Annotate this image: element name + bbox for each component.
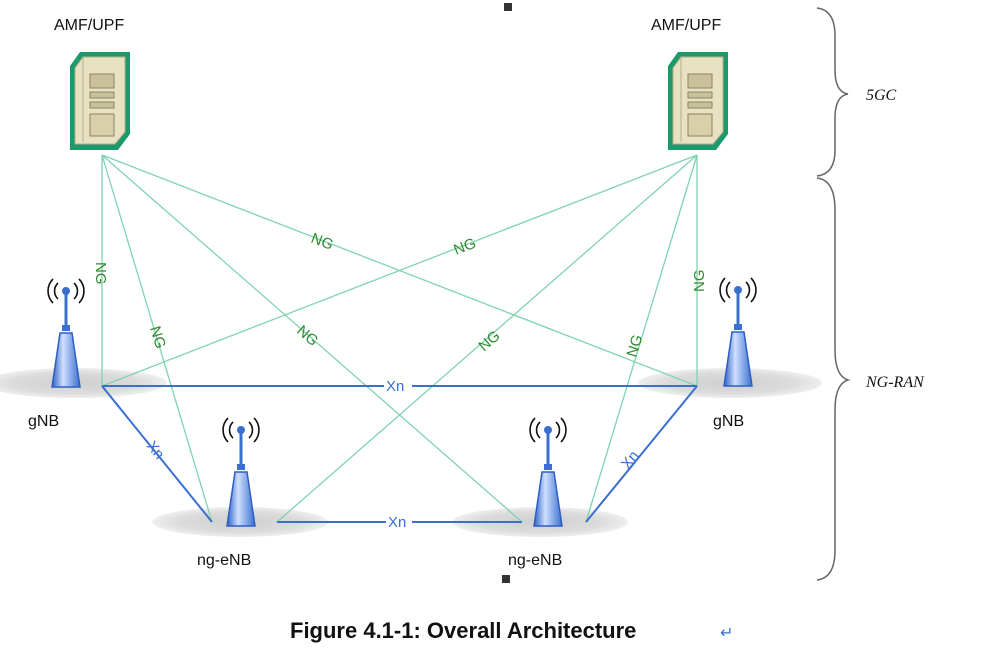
core-domain-label: 5GC <box>866 87 897 104</box>
ngenb-right-label: ng-eNB <box>508 552 562 569</box>
xn-label-top: Xn <box>386 378 404 395</box>
amf-upf-left-label: AMF/UPF <box>54 17 124 34</box>
bottom-handle <box>502 575 510 583</box>
return-mark-icon: ↵ <box>720 623 733 642</box>
top-handle <box>504 3 512 11</box>
gnb-left-label: gNB <box>28 413 59 430</box>
ran-domain-label: NG-RAN <box>865 374 925 391</box>
gnb-right-label: gNB <box>713 413 744 430</box>
ng-label-right-vertical: NG <box>691 270 708 293</box>
xn-label-bottom: Xn <box>388 514 406 531</box>
amf-upf-right-server-icon <box>667 51 729 151</box>
core-brace <box>816 7 849 177</box>
ran-brace <box>816 177 851 581</box>
ngenb-left-label: ng-eNB <box>197 552 251 569</box>
xn-label-right-diag: Xn <box>618 448 643 473</box>
ng-links <box>101 154 698 523</box>
amf-upf-right-label: AMF/UPF <box>651 17 721 34</box>
figure-caption: Figure 4.1-1: Overall Architecture <box>290 618 636 643</box>
gnb-left-shadow <box>0 368 167 398</box>
ng-label-left-vertical: NG <box>92 262 109 285</box>
ng-label-top-left: NG <box>309 230 336 254</box>
ng-label-mid-left-a: NG <box>146 324 169 350</box>
amf-upf-left-server-icon <box>69 51 131 151</box>
ng-label-mid-right-a: NG <box>475 327 503 355</box>
ng-label-mid-right-b: NG <box>624 333 647 359</box>
xn-bottom-label-bg <box>386 512 412 531</box>
xn-top-label-bg <box>384 376 412 395</box>
ng-label-top-right: NG <box>451 235 478 259</box>
